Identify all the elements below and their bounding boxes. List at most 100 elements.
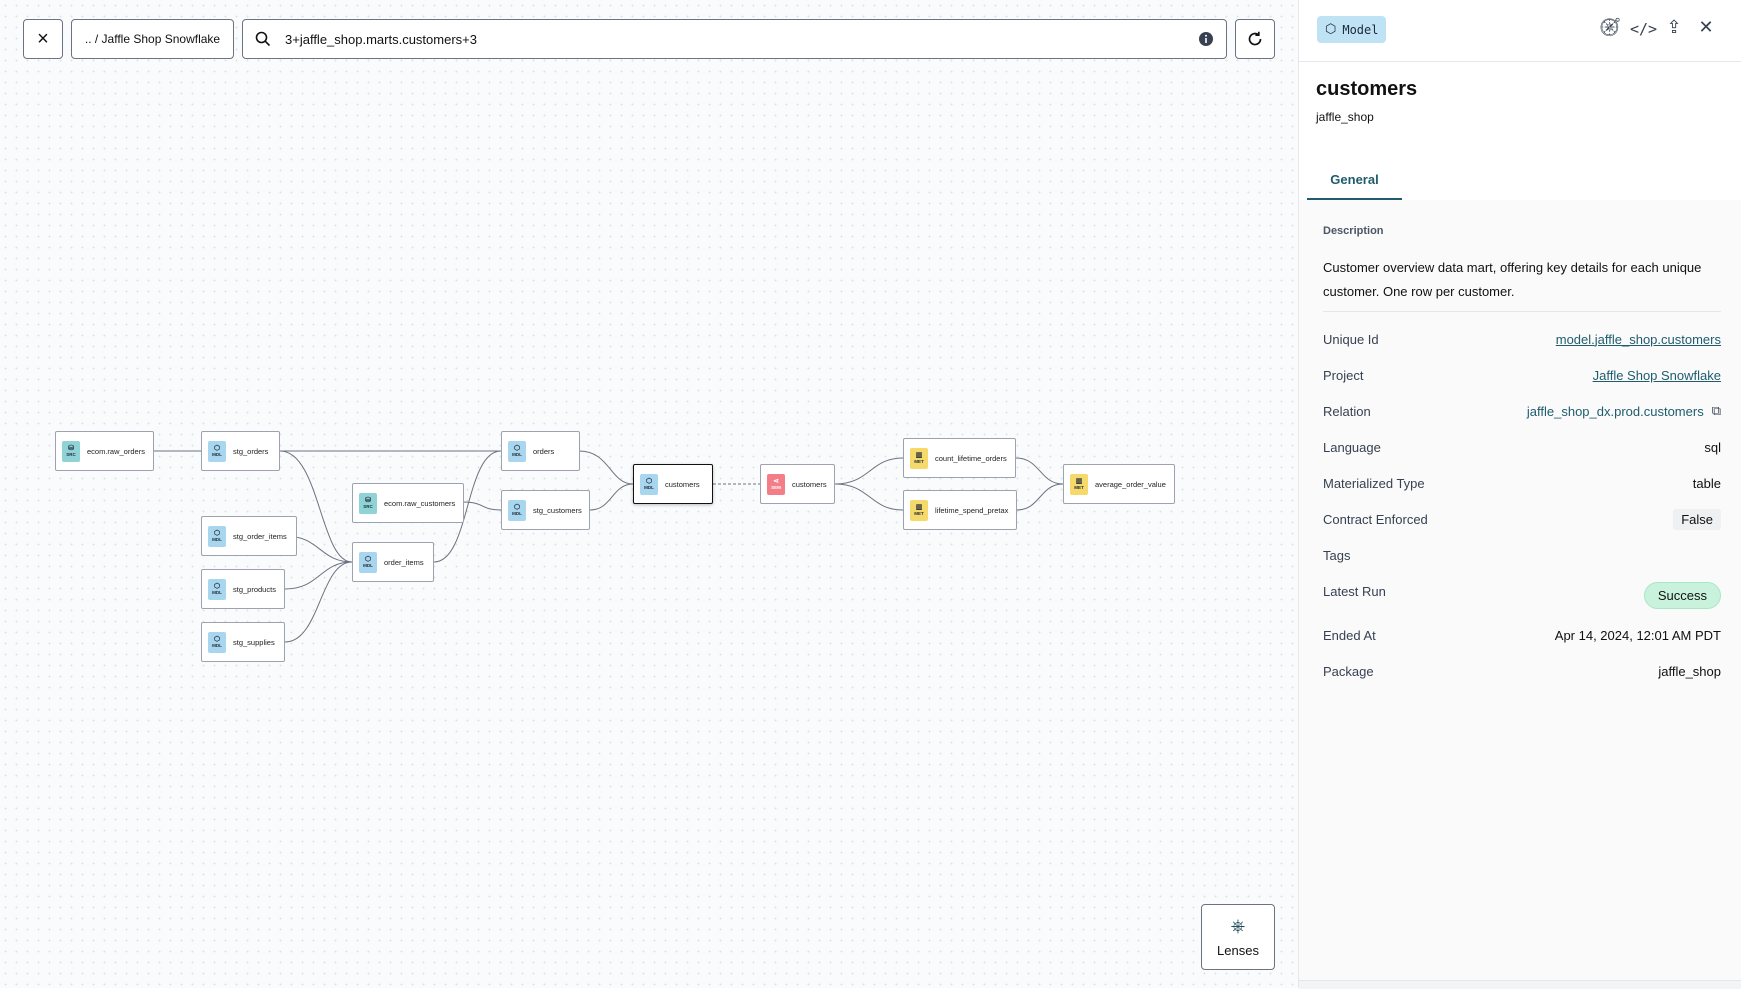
model-package: jaffle_shop: [1316, 110, 1374, 124]
field-relation: Relation jaffle_shop_dx.prod.customers ⧉: [1323, 403, 1721, 419]
edge: [284, 561, 353, 590]
refresh-icon: [1248, 31, 1262, 46]
node-label: average_order_value: [1095, 479, 1166, 489]
node-average-order-value[interactable]: ▥MET average_order_value: [1063, 464, 1175, 504]
general-tab-content: Description Customer overview data mart,…: [1299, 200, 1741, 980]
close-panel-icon[interactable]: ✕: [1698, 17, 1714, 37]
model-icon: ⬡MDL: [208, 525, 226, 547]
node-orders[interactable]: ⬡MDL orders: [501, 431, 580, 471]
field-latest-run: Latest Run Success: [1323, 579, 1721, 609]
lineage-edges: [154, 450, 1064, 643]
contract-badge: False: [1673, 508, 1721, 530]
metric-icon: ▥MET: [1070, 473, 1088, 495]
model-icon: ⬡MDL: [508, 499, 526, 521]
edge: [433, 450, 502, 563]
node-label: orders: [533, 446, 555, 456]
node-label: stg_products: [233, 584, 276, 594]
search-input[interactable]: 3+jaffle_shop.marts.customers+3: [285, 31, 477, 47]
node-label: customers: [665, 479, 700, 489]
model-icon: ⬡MDL: [640, 473, 658, 495]
resource-type-badge: ⬡ Model: [1317, 16, 1387, 43]
node-stg-supplies[interactable]: ⬡MDL stg_supplies: [201, 622, 285, 662]
edge: [834, 457, 904, 485]
node-label: stg_order_items: [233, 531, 287, 541]
node-count-lifetime-orders[interactable]: ▥MET count_lifetime_orders: [903, 438, 1016, 478]
resource-type-label: Model: [1342, 22, 1379, 37]
relation-value: jaffle_shop_dx.prod.customers: [1526, 403, 1704, 419]
node-label: customers: [792, 479, 827, 489]
node-customers-semantic[interactable]: ⋖SEM customers: [760, 464, 835, 504]
tab-general[interactable]: General: [1307, 160, 1402, 200]
node-label: ecom.raw_customers: [384, 498, 456, 508]
model-icon: ⬡MDL: [208, 631, 226, 653]
model-title: customers: [1316, 78, 1418, 100]
divider: [1323, 311, 1721, 312]
field-contract: Contract Enforced False: [1323, 507, 1721, 531]
field-unique-id: Unique Id model.jaffle_shop.customers: [1323, 331, 1721, 347]
aperture-icon: ⎈: [1230, 916, 1246, 936]
model-icon: ⬡MDL: [359, 551, 377, 573]
unique-id-link[interactable]: model.jaffle_shop.customers: [1555, 331, 1721, 347]
node-label: order_items: [384, 557, 424, 567]
lenses-label: Lenses: [1217, 943, 1259, 958]
edge: [1015, 457, 1064, 485]
compass-icon[interactable]: 🧭︎: [1598, 17, 1622, 37]
node-label: ecom.raw_orders: [87, 446, 145, 456]
details-panel: ⬡ Model 🧭︎ </> ⇪ ✕ customers jaffle_shop…: [1298, 0, 1741, 989]
copy-icon[interactable]: ⧉: [1711, 403, 1721, 418]
node-order-items[interactable]: ⬡MDL order_items: [352, 542, 434, 582]
project-link[interactable]: Jaffle Shop Snowflake: [1592, 367, 1721, 383]
lineage-search-bar[interactable]: 3+jaffle_shop.marts.customers+3: [242, 19, 1227, 59]
code-icon[interactable]: </>: [1630, 20, 1658, 38]
panel-header: ⬡ Model 🧭︎ </> ⇪ ✕: [1299, 0, 1741, 62]
field-project: Project Jaffle Shop Snowflake: [1323, 367, 1721, 383]
model-icon: ⬡MDL: [508, 440, 526, 462]
lenses-button[interactable]: ⎈ Lenses: [1201, 904, 1275, 970]
node-ecom-raw-orders[interactable]: ⛁SRC ecom.raw_orders: [55, 431, 154, 471]
breadcrumb[interactable]: .. / Jaffle Shop Snowflake: [71, 19, 234, 59]
node-stg-order-items[interactable]: ⬡MDL stg_order_items: [201, 516, 297, 556]
field-package: Package jaffle_shop: [1323, 663, 1721, 679]
field-language: Language sql: [1323, 439, 1721, 455]
semantic-model-icon: ⋖SEM: [767, 473, 785, 495]
cube-icon: ⬡: [1325, 22, 1337, 37]
edge: [1016, 483, 1064, 511]
search-icon: [255, 31, 271, 47]
edge: [284, 561, 353, 643]
field-materialized: Materialized Type table: [1323, 475, 1721, 491]
breadcrumb-text: .. / Jaffle Shop Snowflake: [84, 32, 221, 46]
node-label: stg_supplies: [233, 637, 275, 647]
metric-icon: ▥MET: [910, 499, 928, 521]
node-label: count_lifetime_orders: [935, 453, 1007, 463]
edge: [279, 450, 353, 563]
model-icon: ⬡MDL: [208, 578, 226, 600]
model-icon: ⬡MDL: [208, 440, 226, 462]
close-icon: ×: [37, 27, 49, 50]
field-tags: Tags: [1323, 547, 1351, 563]
horizontal-scrollbar[interactable]: [1299, 980, 1741, 989]
node-label: stg_customers: [533, 505, 582, 515]
edge: [578, 450, 634, 485]
source-icon: ⛁SRC: [62, 440, 80, 462]
description-label: Description: [1323, 225, 1384, 237]
lineage-canvas[interactable]: × .. / Jaffle Shop Snowflake 3+jaffle_sh…: [0, 0, 1298, 988]
close-lineage-button[interactable]: ×: [23, 19, 63, 59]
node-label: stg_orders: [233, 446, 269, 456]
node-stg-products[interactable]: ⬡MDL stg_products: [201, 569, 285, 609]
panel-tabs: General: [1299, 160, 1741, 201]
node-lifetime-spend-pretax[interactable]: ▥MET lifetime_spend_pretax: [903, 490, 1017, 530]
node-stg-orders[interactable]: ⬡MDL stg_orders: [201, 431, 280, 471]
share-icon[interactable]: ⇪: [1666, 17, 1682, 37]
edge: [834, 483, 904, 511]
description-text: Customer overview data mart, offering ke…: [1323, 260, 1702, 299]
refresh-button[interactable]: [1235, 19, 1275, 59]
edge: [462, 501, 502, 511]
source-icon: ⛁SRC: [359, 492, 377, 514]
node-label: lifetime_spend_pretax: [935, 505, 1009, 515]
node-ecom-raw-customers[interactable]: ⛁SRC ecom.raw_customers: [352, 483, 464, 523]
edge: [589, 483, 634, 511]
node-customers-model-selected[interactable]: ⬡MDL customers: [633, 464, 713, 504]
status-badge: Success: [1643, 581, 1721, 609]
node-stg-customers[interactable]: ⬡MDL stg_customers: [501, 490, 590, 530]
info-icon[interactable]: [1198, 31, 1214, 47]
